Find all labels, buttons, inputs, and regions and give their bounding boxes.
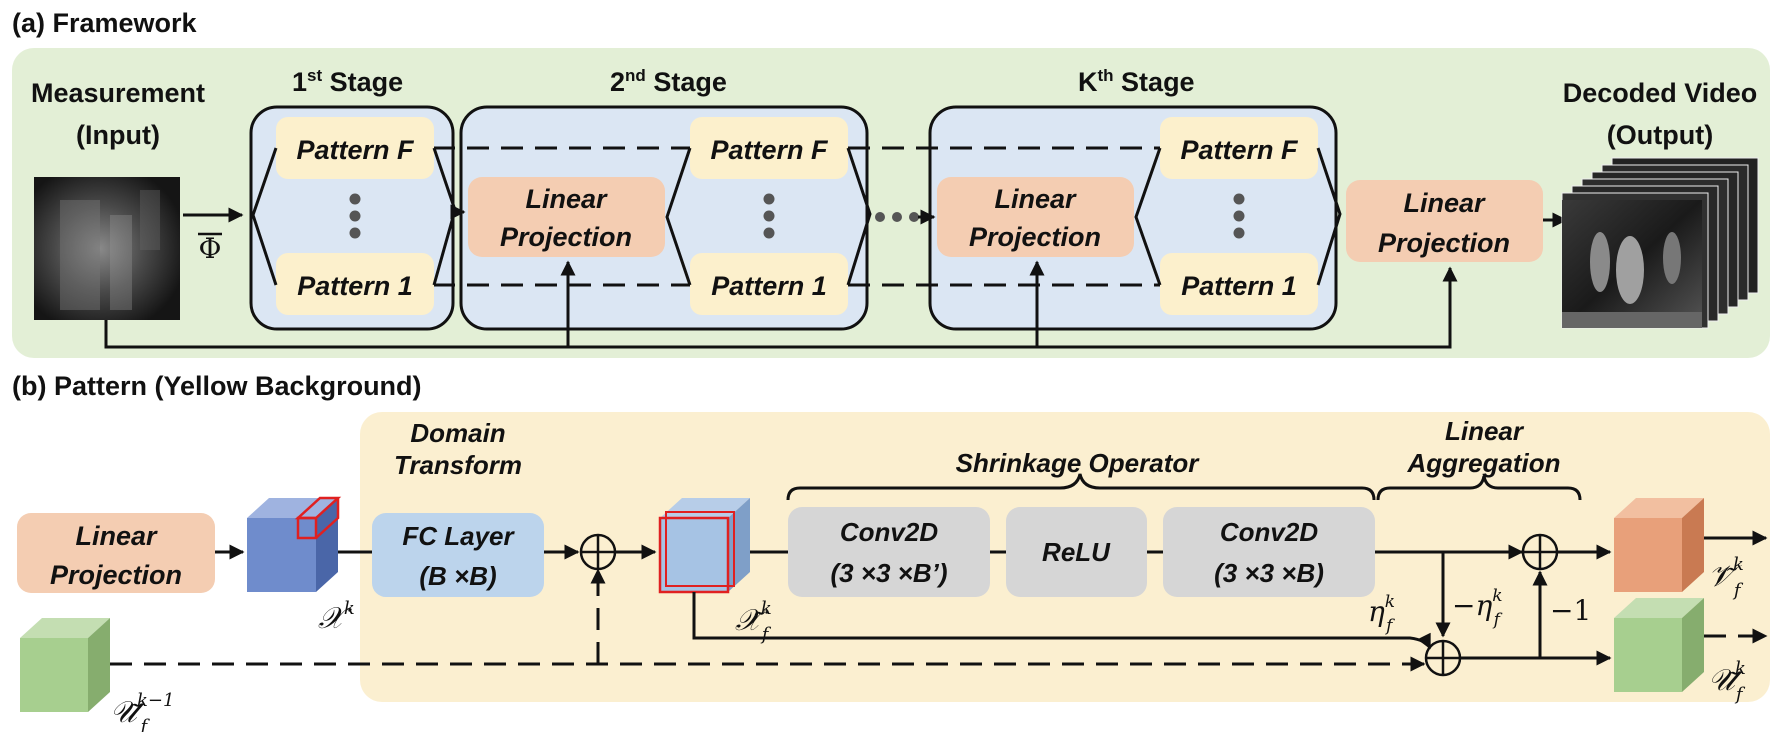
decoded-video-frames xyxy=(1561,157,1759,329)
stagek-lp-line1: Linear xyxy=(994,184,1077,214)
domain-transform-line1: Domain xyxy=(410,418,505,448)
x-k-cube xyxy=(247,496,342,592)
conv2d-2-dims: (3 ×3 ×B) xyxy=(1214,558,1324,588)
stagek-merge xyxy=(1316,147,1342,286)
stage2-lp-line2: Projection xyxy=(500,222,632,252)
stage1-pattern-1 xyxy=(276,253,434,315)
stage1-pattern-f xyxy=(276,117,434,179)
output-label-line2: (Output) xyxy=(1607,120,1713,150)
measurement-feedback-line xyxy=(104,266,1458,349)
fc-layer-dims: (B ×B) xyxy=(419,561,496,591)
stagek-pattern-f xyxy=(1160,117,1318,179)
stage2-lp-line1: Linear xyxy=(525,184,608,214)
stage2-ellipsis xyxy=(763,193,775,239)
linear-aggregation-line2: Aggregation xyxy=(1406,448,1560,478)
stage1-split-left xyxy=(251,147,278,286)
pattern-lp-line2: Projection xyxy=(50,560,182,590)
section-a-title: (a) Framework xyxy=(12,8,198,38)
stage2-pattern-1 xyxy=(690,253,848,315)
input-label-line1: Measurement xyxy=(31,78,205,108)
x-tilde-cube xyxy=(658,498,750,594)
stage2-merge xyxy=(846,147,872,286)
conv2d-1-box xyxy=(788,507,990,597)
u-prev-cube xyxy=(20,618,110,712)
output-label-line1: Decoded Video xyxy=(1563,78,1758,108)
stagek-pattern-1 xyxy=(1160,253,1318,315)
stage2-linear-projection xyxy=(468,177,665,257)
x-k-label: 𝒳k xyxy=(318,598,355,636)
conv2d-1-label: Conv2D xyxy=(840,517,938,547)
section-b-title: (b) Pattern (Yellow Background) xyxy=(12,371,422,401)
pattern-lp-line1: Linear xyxy=(75,521,158,551)
conv2d-2-label: Conv2D xyxy=(1220,517,1318,547)
measurement-image xyxy=(34,177,180,320)
relu-label: ReLU xyxy=(1042,537,1111,567)
final-lp-line2: Projection xyxy=(1378,228,1510,258)
shrinkage-brace xyxy=(786,473,1376,501)
add-node-3 xyxy=(1424,639,1462,677)
add-node-2 xyxy=(1521,533,1559,571)
v-out-cube xyxy=(1614,498,1704,592)
input-label-line2: (Input) xyxy=(76,120,160,150)
stagek-split xyxy=(1134,147,1162,286)
conv2d-2-box xyxy=(1163,507,1375,597)
stagek-title: Kth Stage xyxy=(1078,66,1195,97)
minus-one-label: −1 xyxy=(1550,594,1591,627)
fc-layer-box xyxy=(372,513,544,597)
stage-gap-ellipsis xyxy=(875,212,919,222)
stage2-split xyxy=(665,147,692,286)
stage1-pattern-f-label: Pattern F xyxy=(296,135,415,165)
stage2-pattern-1-label: Pattern 1 xyxy=(711,271,827,301)
x-tilde-skip-line xyxy=(692,592,1432,650)
aggregation-brace xyxy=(1376,475,1582,501)
add-node-1 xyxy=(579,533,617,571)
u-out-cube xyxy=(1614,598,1704,692)
domain-transform-line2: Transform xyxy=(394,450,522,480)
relu-box xyxy=(1006,507,1147,597)
pattern-input-linear-projection xyxy=(17,513,215,593)
phi-symbol: Φ xyxy=(199,232,222,265)
final-lp-line1: Linear xyxy=(1403,188,1486,218)
stagek-pattern-f-label: Pattern F xyxy=(1180,135,1299,165)
stagek-ellipsis xyxy=(1233,193,1245,239)
stage2-pattern-f xyxy=(690,117,848,179)
stagek-pattern-1-label: Pattern 1 xyxy=(1181,271,1297,301)
fc-layer-label: FC Layer xyxy=(402,521,515,551)
stage2-pattern-f-label: Pattern F xyxy=(710,135,829,165)
shrinkage-operator-label: Shrinkage Operator xyxy=(956,448,1201,478)
stagek-linear-projection xyxy=(937,177,1134,257)
stage1-ellipsis xyxy=(349,193,361,239)
stage1-title: 1st Stage xyxy=(292,66,403,97)
linear-aggregation-line1: Linear xyxy=(1445,416,1525,446)
conv2d-1-dims: (3 ×3 ×B’) xyxy=(830,558,947,588)
stagek-lp-line2: Projection xyxy=(969,222,1101,252)
stage2-title: 2nd Stage xyxy=(610,66,727,97)
final-linear-projection xyxy=(1346,180,1543,262)
stage1-pattern-1-label: Pattern 1 xyxy=(297,271,413,301)
